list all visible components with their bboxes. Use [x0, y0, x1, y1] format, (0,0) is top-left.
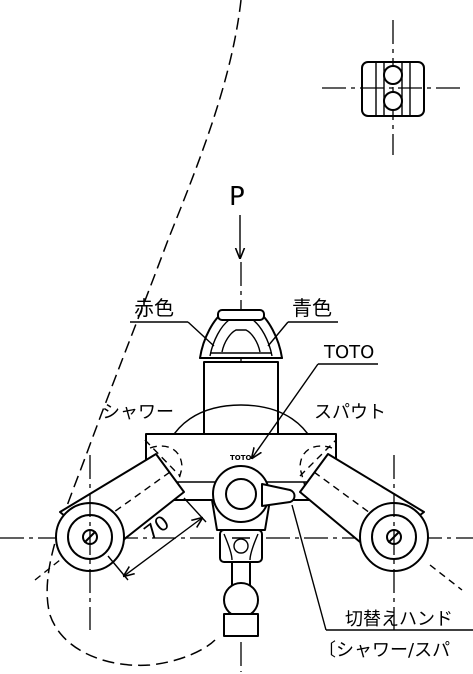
blue-label: 青色 — [292, 296, 332, 320]
shower-label: シャワー — [102, 402, 174, 423]
brand-mark-small: TOTO — [230, 454, 252, 462]
switch-handle-label-group: 切替えハンド 〔シャワー/スパ — [291, 504, 473, 661]
lower-fitting — [219, 529, 263, 637]
spout-arm — [299, 439, 463, 630]
red-label: 赤色 — [134, 296, 174, 320]
brand-label: TOTO — [323, 342, 374, 363]
temperature-handle — [199, 309, 283, 359]
handle-top-view — [322, 20, 462, 155]
view-arrow-p: P — [229, 182, 245, 258]
switch-handle — [212, 465, 296, 523]
switch-handle-sublabel: 〔シャワー/スパ — [318, 640, 450, 661]
swing-range-outline — [46, 0, 242, 667]
view-arrow-label: P — [229, 182, 245, 212]
spout-label: スパウト — [314, 402, 386, 423]
valve-body-column — [203, 361, 279, 435]
blue-label-group: 青色 — [267, 296, 338, 347]
shower-arm — [34, 439, 185, 630]
red-label-group: 赤色 — [130, 296, 215, 347]
brand-label-group: TOTO — [252, 342, 378, 458]
switch-handle-label: 切替えハンド — [345, 609, 453, 630]
